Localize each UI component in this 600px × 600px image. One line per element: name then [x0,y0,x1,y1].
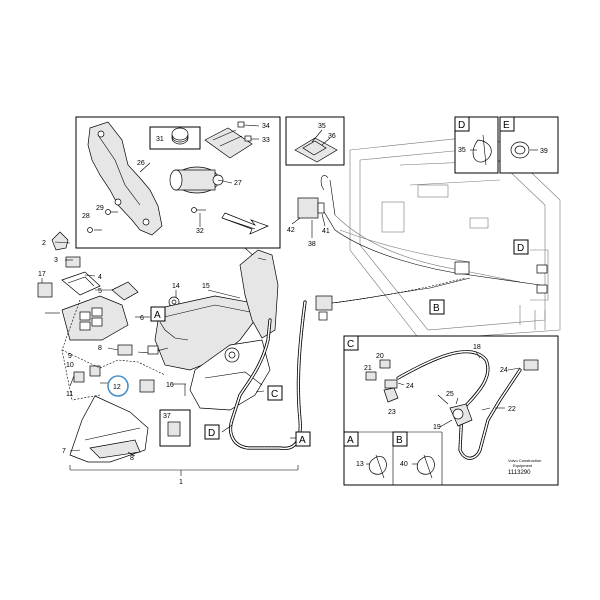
callout-40: 40 [400,461,408,468]
inset-D [454,116,499,174]
callout-7: 7 [62,448,66,455]
cab-wire [319,204,541,286]
callout-24a: 24 [406,383,414,390]
inset-label-C: C [347,339,354,350]
cab-connector-d2 [536,284,548,294]
ref-letter-D-cab: D [517,243,524,254]
callout-29: 29 [96,205,104,212]
callout-8b: 8 [130,455,134,462]
cab-wire-2 [329,179,336,216]
callout-2: 2 [42,240,46,247]
callout-35a: 35 [318,123,326,130]
callout-32: 32 [196,228,204,235]
callout-1: 1 [179,479,183,486]
inset-C-A-B [343,335,559,486]
callout-37: 37 [163,413,171,420]
control-pad-assembly [37,231,299,476]
callout-35b: 35 [458,147,466,154]
inset-E [499,116,559,174]
callout-20: 20 [376,353,384,360]
ref-letter-boxes [150,239,529,447]
callout-10: 10 [66,362,74,369]
cab-connector-d [536,264,548,274]
callout-13: 13 [356,461,364,468]
ref-letter-A-bottom: A [299,435,306,446]
callout-28: 28 [82,213,90,220]
callout-4: 4 [98,274,102,281]
callout-27: 27 [234,180,242,187]
footer-equipment: Equipment [513,463,533,468]
callout-21: 21 [364,365,372,372]
callout-24b: 24 [500,367,508,374]
callout-16: 16 [166,382,174,389]
callout-39: 39 [540,148,548,155]
callout-8a: 8 [98,345,102,352]
callout-18: 18 [473,344,481,351]
callout-38: 38 [308,241,316,248]
cab-connector [454,261,470,275]
callout-14: 14 [172,283,180,290]
callout-11: 11 [66,391,73,398]
footer-company: Volvo Construction [508,458,541,463]
callout-17: 17 [38,271,46,278]
callout-26: 26 [137,160,145,167]
callout-34: 34 [262,123,270,130]
callout-15: 15 [202,283,210,290]
callout-25: 25 [446,391,454,398]
inset-label-A: A [347,435,354,446]
callout-5: 5 [98,288,102,295]
ref-letter-D-main: D [208,428,215,439]
inset-label-B: B [396,435,403,446]
ref-letter-B-cab: B [433,303,440,314]
ref-letter-C-main: C [271,389,278,400]
ref-letter-A-left: A [154,310,161,321]
callout-23: 23 [388,409,396,416]
connector-42-38-41 [291,175,329,238]
callout-33: 33 [262,137,270,144]
inset-bracket-detail [75,116,281,249]
main-cable-harness [137,277,471,450]
footer-drawing-number: 1113290 [508,470,531,476]
callout-22: 22 [508,406,516,413]
highlight-circle-12 [107,375,129,397]
armrest-assembly [154,249,279,447]
callout-9: 9 [68,353,72,360]
inset-bracket-35 [285,116,345,166]
callout-3: 3 [54,257,58,264]
callout-6: 6 [140,315,144,322]
inset-label-E: E [503,120,510,131]
callout-31: 31 [156,136,164,143]
callout-41: 41 [322,228,330,235]
callout-19: 19 [433,424,441,431]
callout-42: 42 [287,227,295,234]
inset-label-D: D [458,120,465,131]
callout-12: 12 [113,384,121,391]
callout-36: 36 [328,133,336,140]
